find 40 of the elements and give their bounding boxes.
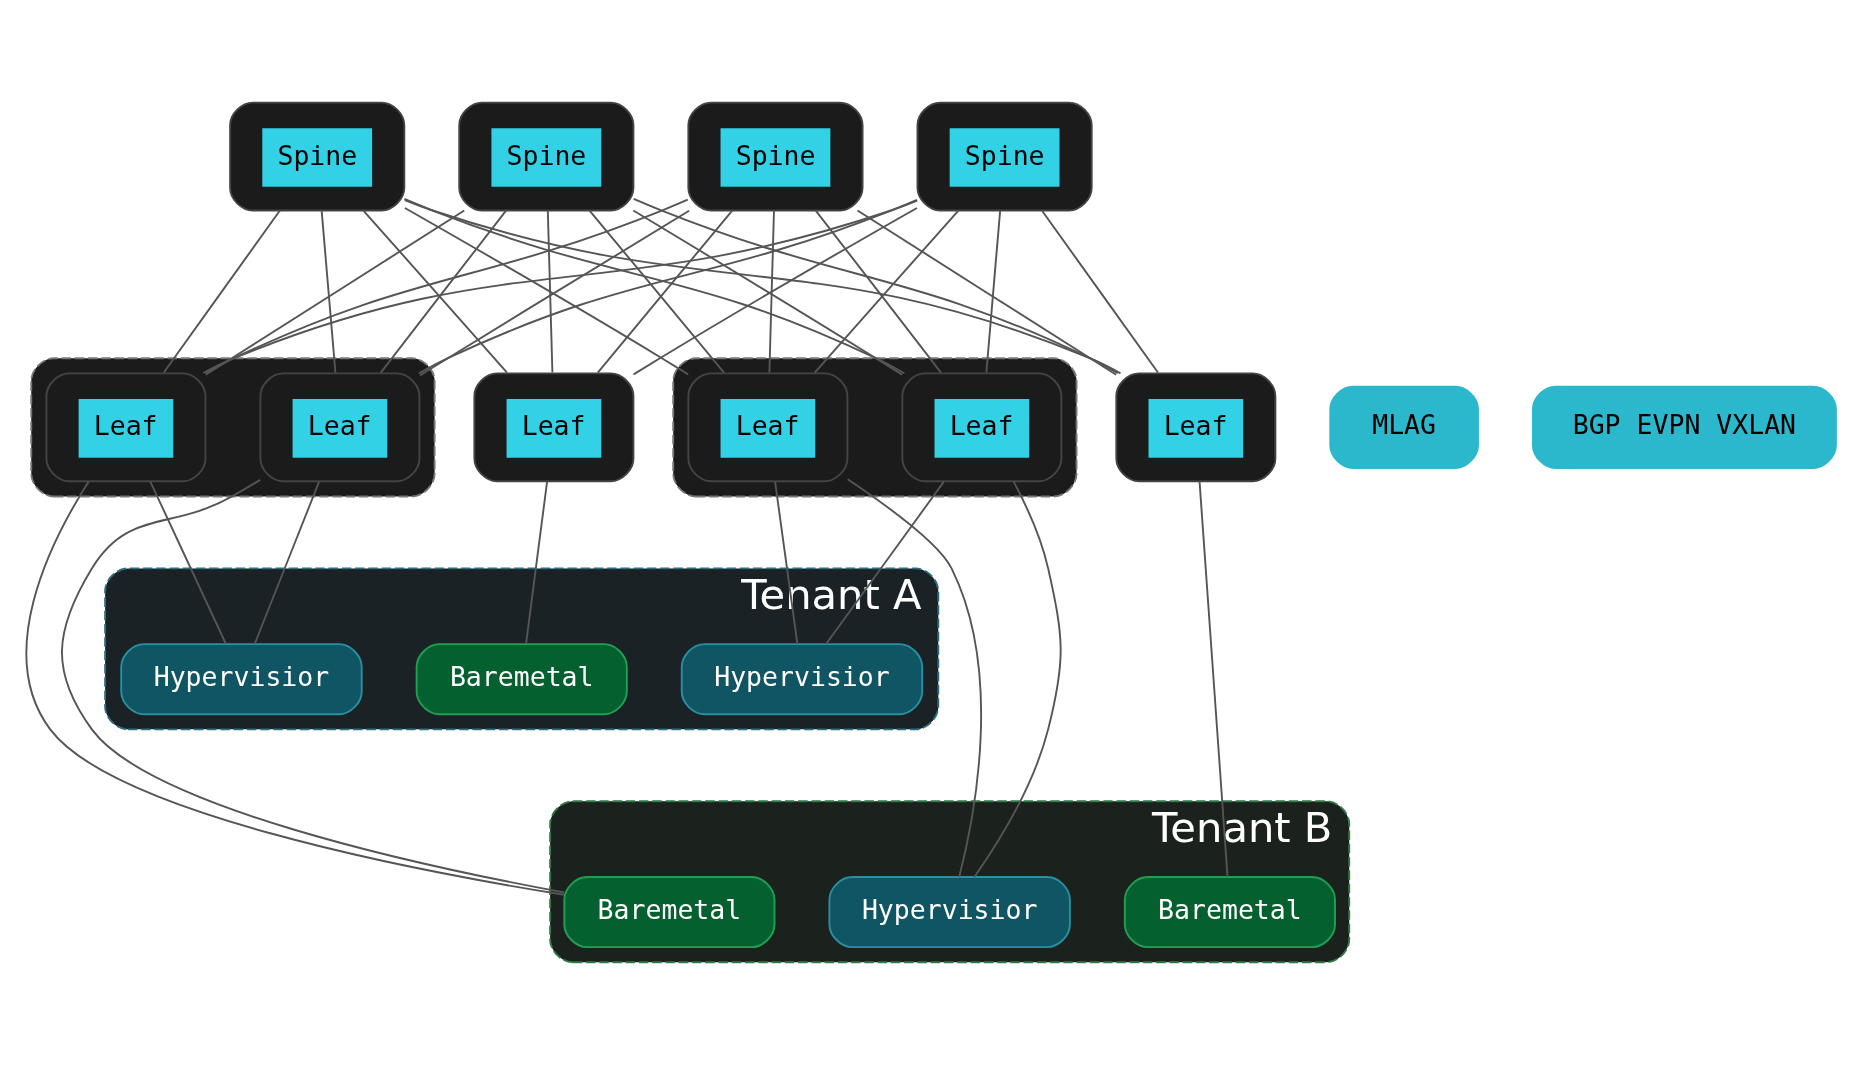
node-box: Spine — [458, 101, 635, 212]
connector — [253, 480, 320, 645]
connector — [973, 480, 1062, 878]
connector — [825, 480, 945, 645]
connector — [846, 478, 983, 878]
connector — [768, 209, 775, 374]
node-box: BGP EVPN VXLAN — [1531, 385, 1837, 469]
node-box: Spine — [916, 101, 1093, 212]
node-box: Baremetal — [1123, 876, 1336, 949]
node-box: Baremetal — [563, 876, 776, 949]
node-box: Leaf — [473, 372, 635, 483]
node-box: Leaf — [1115, 372, 1277, 483]
connector — [525, 480, 548, 645]
connector — [1040, 209, 1159, 374]
cluster — [30, 357, 436, 498]
node-box: Leaf — [687, 372, 849, 483]
node-box: Hypervisior — [120, 643, 363, 716]
connector — [162, 209, 281, 374]
node-box: Leaf — [259, 372, 421, 483]
connector — [1198, 480, 1229, 878]
node-box: Baremetal — [415, 643, 628, 716]
node-box: Spine — [229, 101, 406, 212]
node-box: Hypervisior — [680, 643, 924, 716]
connector — [985, 209, 1002, 374]
connector — [204, 209, 466, 376]
connector — [149, 480, 227, 645]
node-box: Leaf — [901, 372, 1063, 483]
connector — [204, 198, 689, 375]
connector — [856, 209, 1118, 376]
node-box: Hypervisior — [828, 876, 1071, 949]
cluster — [672, 357, 1078, 498]
connector — [403, 199, 1122, 375]
connector — [632, 197, 1119, 374]
node-box: Spine — [687, 101, 864, 212]
node-box: MLAG — [1329, 385, 1479, 469]
node-box: Leaf — [45, 372, 207, 483]
connector — [774, 480, 799, 645]
connector — [202, 199, 919, 374]
connector — [320, 209, 337, 374]
connector — [546, 209, 554, 374]
